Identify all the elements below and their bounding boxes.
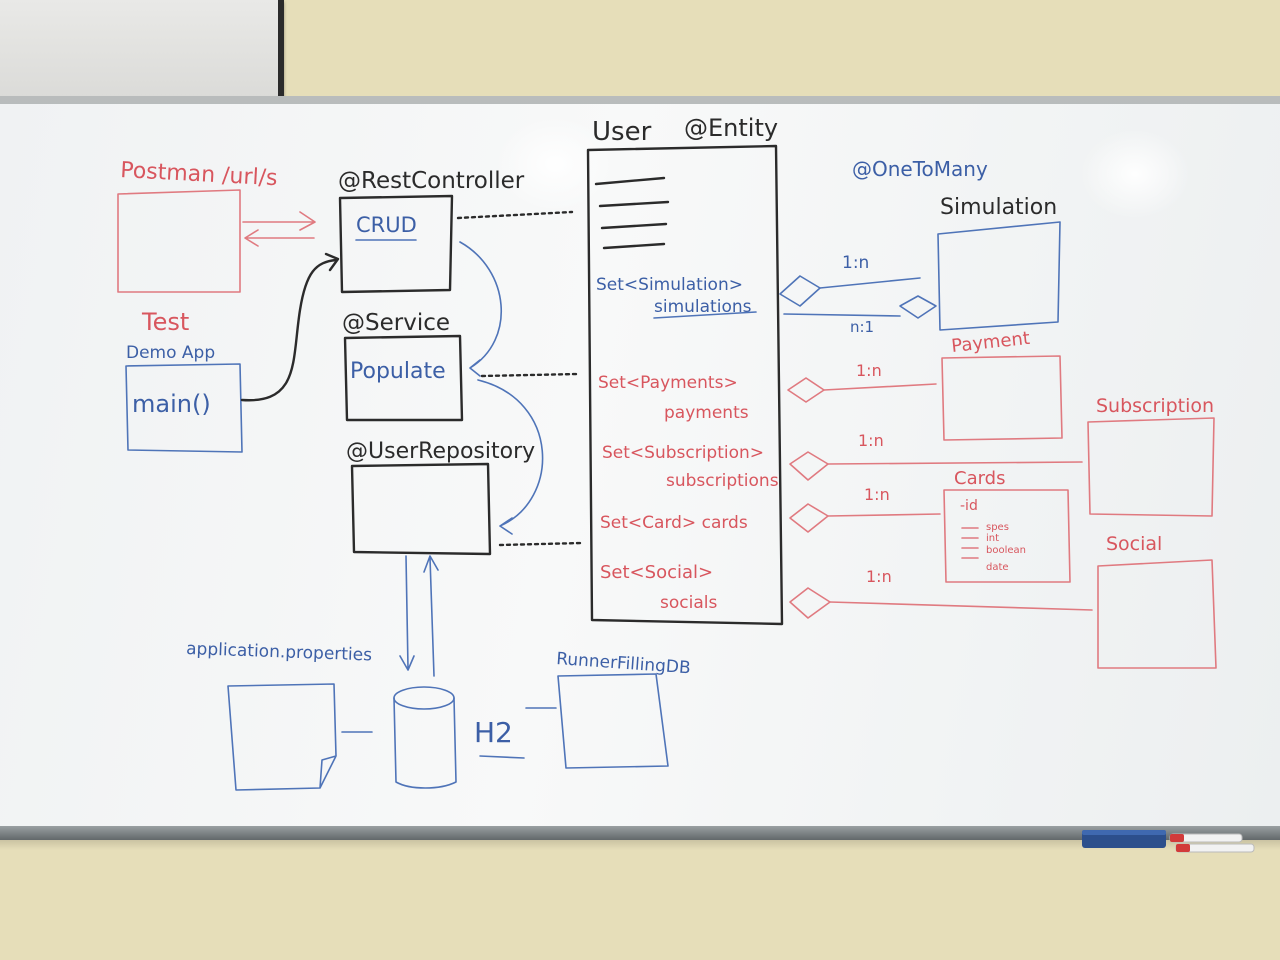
runner-box — [557, 673, 669, 769]
payment-label: Payment — [950, 328, 1031, 357]
db-to-repository-arrow — [423, 555, 439, 677]
user-entity-title: User — [592, 117, 652, 147]
cards-label: Cards — [954, 468, 1006, 489]
postman-group: Postman /url/s — [117, 158, 316, 293]
cards-field-bullets — [961, 527, 979, 559]
user-field-subscription-type: Set<Subscription> — [602, 443, 764, 463]
payment-rel: 1:n — [856, 361, 882, 380]
cards-field-spes: spes — [986, 522, 1009, 533]
subscription-box — [1087, 417, 1215, 517]
simulation-back-diamond — [899, 295, 937, 319]
main-to-controller-arrowhead — [324, 252, 340, 272]
subscription-link — [827, 461, 1083, 465]
postman-label: Postman /url/s — [120, 158, 278, 191]
service-repository-curve — [477, 379, 544, 535]
user-entity-annotation: @Entity — [684, 114, 778, 142]
test-group: Test Demo App main() — [125, 252, 340, 453]
cards-field-date: date — [986, 562, 1009, 573]
social-link — [829, 601, 1093, 611]
cards-link — [827, 513, 941, 517]
main-method-label: main() — [132, 390, 211, 418]
social-aggregation-diamond — [789, 587, 831, 619]
social-rel: 1:n — [866, 567, 892, 586]
h2-cylinder-top — [393, 686, 455, 710]
service-annotation: @Service — [342, 310, 450, 336]
postman-box — [117, 189, 241, 293]
persistence-group: application.properties H2 RunnerFillingD… — [186, 639, 691, 791]
subscription-label: Subscription — [1096, 395, 1214, 417]
populate-label: Populate — [350, 359, 446, 384]
simulation-aggregation-diamond — [779, 275, 821, 307]
simulation-box — [937, 221, 1061, 331]
cards-field-int: int — [986, 533, 999, 544]
properties-file-box — [227, 683, 337, 791]
tray-shadow — [0, 840, 1280, 850]
user-field-simulation-name: simulations — [654, 297, 752, 317]
simulation-label: Simulation — [940, 195, 1057, 220]
marker-second-cap — [1176, 844, 1190, 852]
marker-red-cap — [1170, 834, 1184, 842]
service-controller-curve — [459, 241, 502, 377]
payment-aggregation-diamond — [787, 377, 825, 403]
repository-entity-dashed-link — [498, 541, 584, 547]
cards-field-boolean: boolean — [986, 545, 1026, 556]
eraser-top — [1082, 830, 1166, 835]
subscription-aggregation-diamond — [789, 451, 829, 481]
demo-app-box — [125, 363, 243, 453]
marker-tray — [0, 826, 1280, 840]
crud-label: CRUD — [356, 213, 417, 237]
simulation-rel-back: n:1 — [850, 318, 874, 336]
test-label: Test — [141, 308, 189, 336]
demo-app-label: Demo App — [126, 343, 215, 363]
postman-response-arrow — [244, 229, 315, 247]
user-field-social-type: Set<Social> — [600, 562, 713, 583]
user-field-social-name: socials — [660, 593, 717, 613]
user-field-card: Set<Card> cards — [600, 513, 748, 533]
user-entity-box — [586, 144, 784, 626]
whiteboard-frame — [0, 96, 1280, 840]
user-entity-group: User @Entity Set<Simulation> simulations… — [586, 114, 784, 626]
tray-objects — [1082, 830, 1255, 853]
subscription-rel: 1:n — [858, 431, 884, 450]
user-field-payments-name: payments — [664, 403, 749, 423]
projector-screen — [0, 0, 284, 112]
main-to-controller-arrow — [240, 258, 338, 402]
simulation-forward-link — [819, 277, 921, 289]
user-field-subscription-name: subscriptions — [666, 471, 779, 491]
user-entity-field-lines — [594, 176, 670, 250]
repository-annotation: @UserRepository — [346, 439, 535, 464]
onetomany-note: @OneToMany — [852, 157, 988, 181]
cards-rel: 1:n — [864, 485, 890, 504]
repository-to-db-arrow — [399, 555, 415, 671]
cards-field-id: -id — [960, 498, 978, 514]
simulation-back-link — [783, 313, 901, 317]
properties-label: application.properties — [186, 639, 373, 665]
controller-box — [338, 194, 454, 294]
service-box — [343, 334, 464, 422]
h2-underline — [479, 755, 525, 759]
h2-label: H2 — [474, 716, 513, 749]
h2-cylinder-body — [393, 697, 457, 789]
relations-group: @OneToMany Simulation 1:n n:1 Payment 1:… — [779, 157, 1217, 669]
user-field-payments-type: Set<Payments> — [598, 373, 738, 393]
social-label: Social — [1106, 533, 1162, 555]
layers-group: @RestController CRUD @Service Populate @… — [338, 168, 584, 677]
postman-request-arrow — [242, 211, 316, 231]
payment-link — [823, 383, 937, 391]
cards-box — [943, 489, 1071, 583]
service-entity-dashed-link — [480, 372, 580, 378]
controller-annotation: @RestController — [338, 168, 525, 194]
simulations-underline — [653, 311, 757, 319]
payment-box — [941, 355, 1063, 441]
controller-entity-dashed-link — [456, 210, 574, 220]
social-box — [1097, 559, 1217, 669]
user-field-simulation-type: Set<Simulation> — [596, 275, 743, 295]
cards-aggregation-diamond — [789, 503, 829, 533]
repository-box — [350, 462, 492, 556]
simulation-rel-forward: 1:n — [842, 253, 869, 273]
